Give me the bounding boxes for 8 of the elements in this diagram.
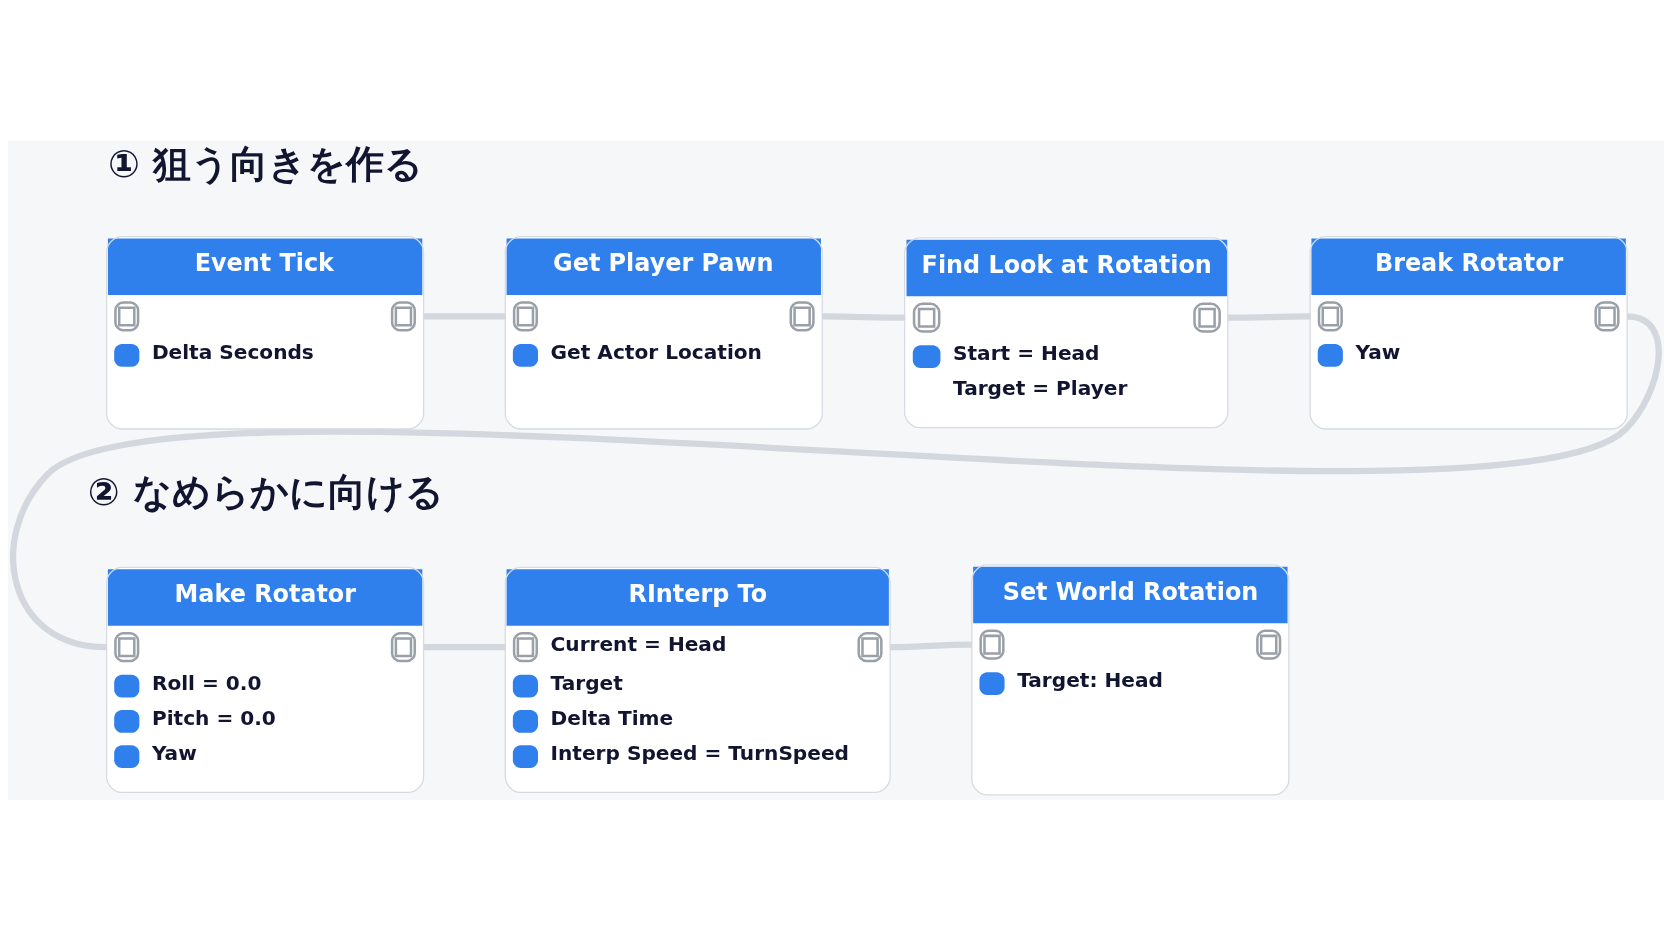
connector — [423, 313, 506, 320]
connector — [822, 313, 906, 321]
label: ① 狙う向きを作る — [107, 141, 423, 186]
connector — [423, 644, 506, 651]
connector — [890, 641, 972, 651]
label: ② なめらかに向ける — [87, 470, 444, 515]
connector — [10, 313, 1662, 651]
connector — [1227, 313, 1311, 321]
